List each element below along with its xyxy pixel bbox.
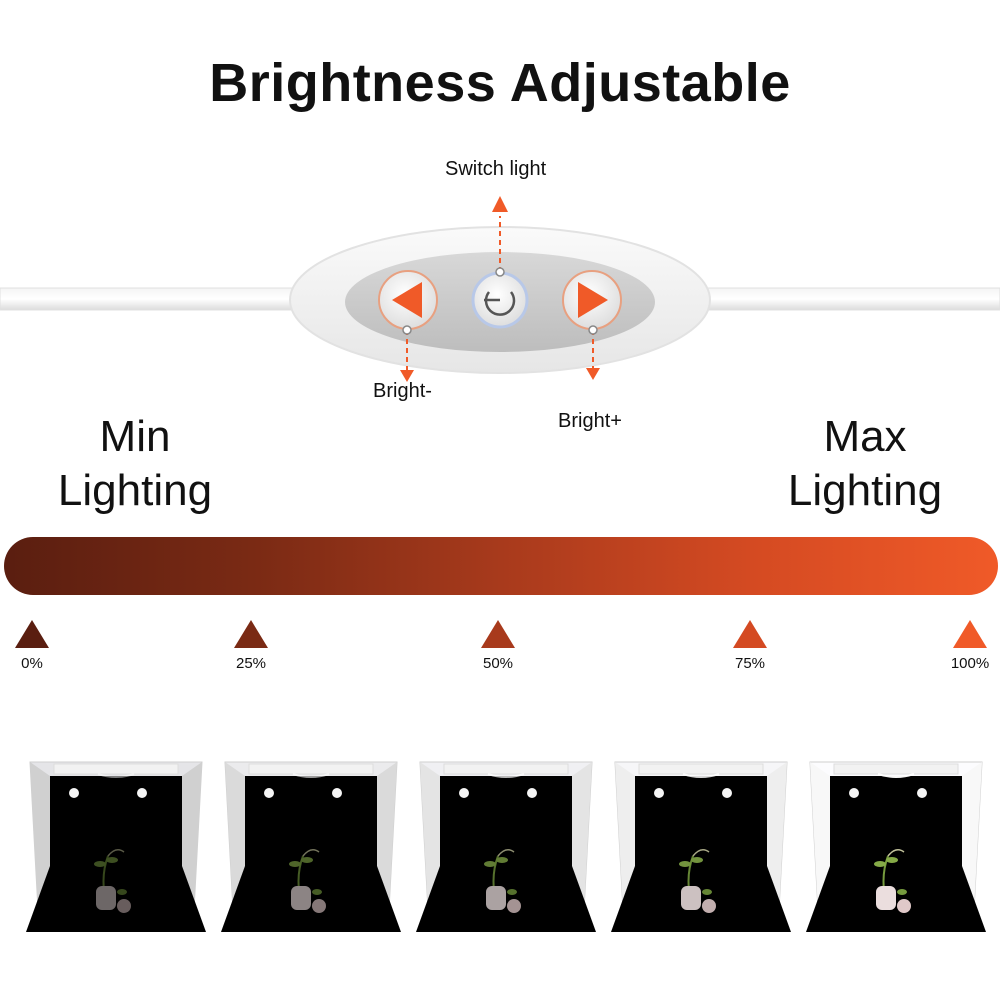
bright-minus-label: Bright-	[373, 380, 432, 402]
max-label-line1: Max	[823, 412, 907, 461]
right-arrow-icon	[578, 282, 608, 318]
bright-plus-button[interactable]	[562, 270, 622, 330]
tick-marker-50	[481, 620, 515, 648]
tick-label-100: 100%	[950, 655, 990, 672]
bright-minus-button[interactable]	[378, 270, 438, 330]
lightbox-photo-2	[221, 761, 401, 932]
lightbox-photo-5	[806, 761, 986, 932]
min-label-line1: Min	[99, 412, 171, 461]
brightness-gradient-bar	[4, 537, 998, 595]
tick-label-0: 0%	[21, 655, 43, 672]
tick-marker-75	[733, 620, 767, 648]
switch-light-label: Switch light	[445, 158, 547, 180]
max-label-line2: Lighting	[787, 466, 943, 515]
tick-marker-25	[234, 620, 268, 648]
lightbox-photo-1	[26, 761, 206, 932]
min-label-line2: Lighting	[57, 466, 213, 515]
lightbox-photo-3	[416, 761, 596, 932]
left-arrow-icon	[392, 282, 422, 318]
tick-label-75: 75%	[734, 655, 766, 672]
bright-plus-label: Bright+	[558, 410, 622, 432]
tick-marker-0	[15, 620, 49, 648]
cable-right	[689, 287, 1000, 311]
cable-left	[0, 287, 311, 311]
page-title: Brightness Adjustable	[209, 53, 791, 113]
tick-label-50: 50%	[482, 655, 514, 672]
tick-marker-100	[953, 620, 987, 648]
tick-label-25: 25%	[235, 655, 267, 672]
power-button[interactable]	[471, 271, 529, 329]
lightbox-photo-4	[611, 761, 791, 932]
min-lighting-label: Min Lighting	[30, 410, 240, 518]
dimmer-controller	[0, 196, 1000, 382]
max-lighting-label: Max Lighting	[760, 410, 970, 518]
